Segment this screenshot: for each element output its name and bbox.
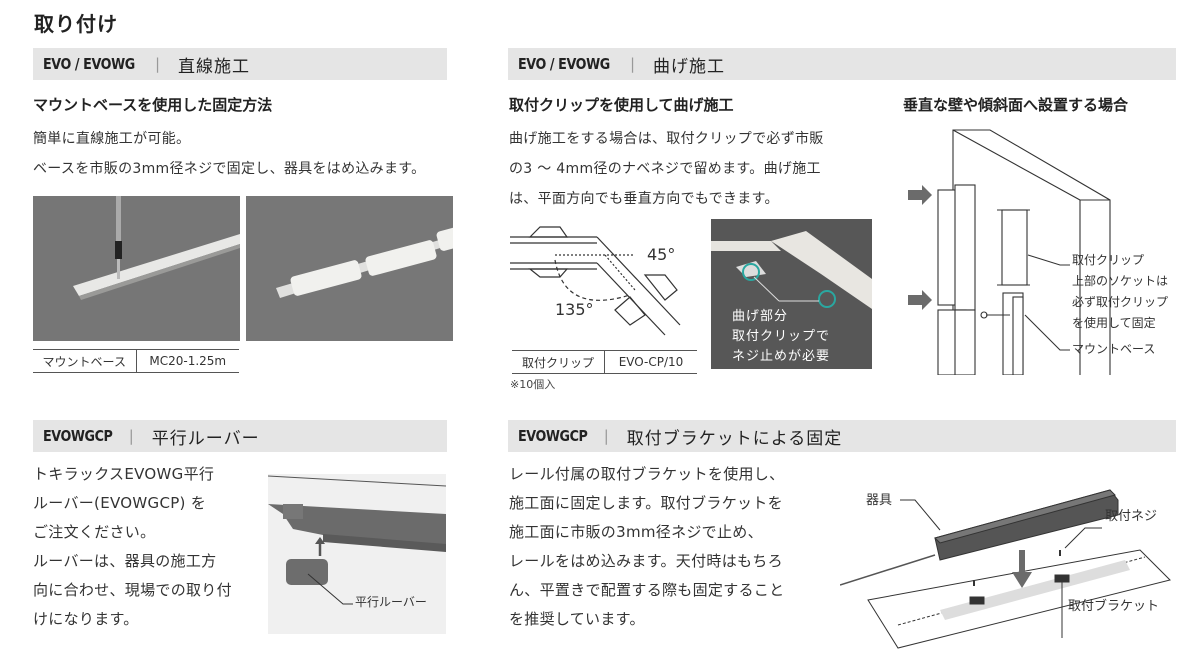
mount-base-photo [33,196,240,341]
straight-body: 簡単に直線施工が可能。 ベースを市販の3mm径ネジで固定し、器具をはめ込みます。 [33,131,426,177]
section-title: 曲げ施工 [653,56,726,77]
model-label: EVOWGCP [43,427,113,445]
angle-135-label: 135° [555,300,594,319]
header-separator: | [128,427,134,445]
section-title: 平行ルーバー [151,428,260,449]
quantity-note: ※10個入 [510,378,556,391]
header-separator: | [629,55,636,73]
section-header-straight: EVO / EVOWG | 直線施工 [33,48,447,80]
section-title: 取付ブラケットによる固定 [626,428,843,449]
fixture-callout: 器具 [866,493,893,508]
model-label: EVO / EVOWG [518,55,610,73]
spec-table-mount-base: マウントベース MC20-1.25m [33,349,239,373]
bend-clip-photo: 曲げ部分 取付クリップで ネジ止めが必要 [711,219,872,369]
louver-body: トキラックスEVOWG平行 ルーバー(EVOWGCP) を ご注文ください。 ル… [33,465,232,628]
bend-photo-caption: 曲げ部分 取付クリップで ネジ止めが必要 [732,309,831,364]
spec-table-clip: 取付クリップ EVO-CP/10 [512,350,697,374]
header-separator: | [154,55,161,73]
spec-label: 取付クリップ [521,355,594,370]
bracket-callout: 取付ブラケット [1068,599,1160,614]
section-header-bracket: EVOWGCP | 取付ブラケットによる固定 [508,420,1176,452]
spec-label: マウントベース [42,354,126,369]
straight-subtitle: マウントベースを使用した固定方法 [33,96,273,114]
bend-body: 曲げ施工をする場合は、取付クリップで必ず市販 の3 〜 4mm径のナベネジで留め… [509,131,824,207]
section-title: 直線施工 [178,56,251,77]
louver-callout: 平行ルーバー [355,595,427,609]
mount-base-callout: マウントベース [1072,342,1156,356]
screwdriver-rail-image [33,196,240,341]
fixture-rail-image [246,196,453,341]
vertical-install-diagram: 取付クリップ 上部のソケットは 必ず取付クリップ を使用して固定 マウントベース [900,125,1190,376]
louver-diagram: 平行ルーバー [267,474,447,634]
bend-subtitle: 取付クリップを使用して曲げ施工 [509,96,734,114]
section-header-bend: EVO / EVOWG | 曲げ施工 [508,48,1176,80]
header-separator: | [603,427,609,445]
bracket-diagram: 器具 取付ネジ 取付ブラケット [839,460,1180,650]
spec-value: EVO-CP/10 [604,351,697,373]
page-title: 取り付け [34,12,118,36]
bend-clip-image [711,219,872,369]
bent-rail-drawing [510,226,681,336]
angle-45-label: 45° [647,245,676,264]
bracket-body: レール付属の取付ブラケットを使用し、 施工面に固定します。取付ブラケットを 施工… [509,465,785,628]
spec-value: MC20-1.25m [135,350,240,372]
bracket-install-drawing [839,489,1171,649]
section-header-louver: EVOWGCP | 平行ルーバー [33,420,447,452]
bend-angle-diagram: 45° 135° [505,215,700,345]
model-label: EVO / EVOWG [43,55,135,73]
screw-callout: 取付ネジ [1105,509,1158,524]
model-label: EVOWGCP [518,427,588,445]
clip-callout: 取付クリップ 上部のソケットは 必ず取付クリップ を使用して固定 [1072,253,1169,330]
louver-drawing [267,475,447,605]
rail-with-fixture-photo [246,196,453,341]
vertical-subtitle: 垂直な壁や傾斜面へ設置する場合 [903,96,1129,114]
